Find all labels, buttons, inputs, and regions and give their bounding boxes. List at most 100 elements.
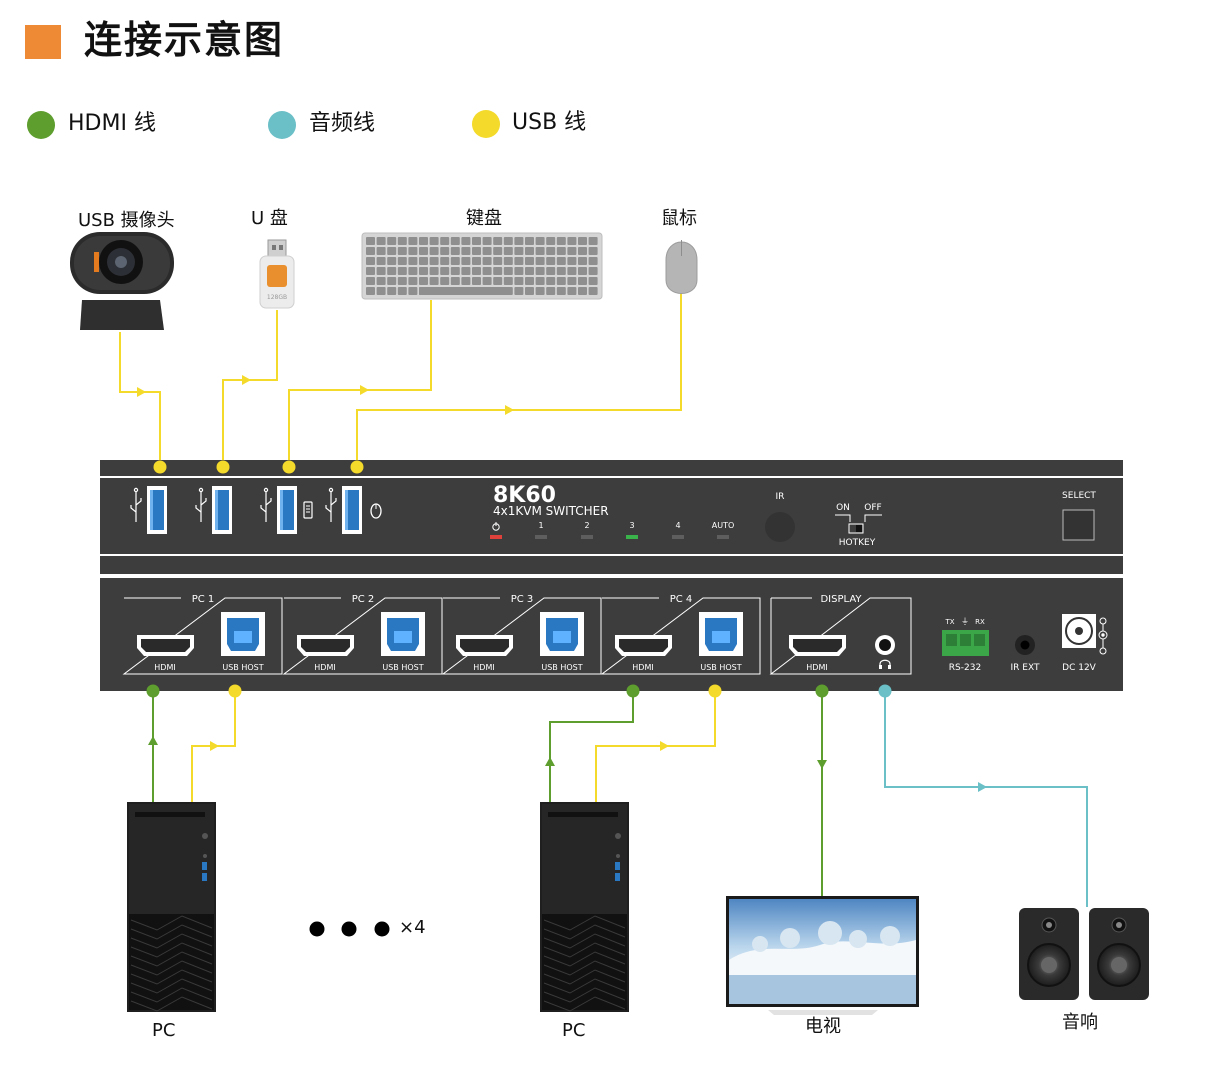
- arrow: [817, 760, 827, 769]
- usb-cable-pc3: [595, 692, 716, 802]
- keyboard-spacebar: [419, 287, 509, 295]
- keyboard-key: [472, 257, 481, 265]
- front-usb-port-2[interactable]: [212, 486, 232, 534]
- keyboard-key: [397, 267, 407, 275]
- keyboard-key: [556, 257, 566, 265]
- hdmi-label: HDMI: [632, 663, 653, 672]
- polarity-icon: [1098, 617, 1108, 655]
- usb-host-port[interactable]: [221, 612, 265, 656]
- keyboard-key: [556, 267, 566, 275]
- keyboard-key: [440, 277, 450, 285]
- keyboard-key: [408, 287, 418, 295]
- keyboard-key: [514, 257, 524, 265]
- keyboard-key: [440, 237, 450, 245]
- usb-connection-dot: [350, 460, 364, 474]
- keyboard-key: [588, 247, 598, 255]
- keyboard-key: [387, 277, 397, 285]
- keyboard-key: [472, 277, 481, 285]
- hdmi-connection-dot: [626, 684, 640, 698]
- front-usb-port-4[interactable]: [342, 486, 362, 534]
- usb-host-port[interactable]: [540, 612, 584, 656]
- hdmi-port[interactable]: [137, 635, 194, 656]
- hdmi-port[interactable]: [456, 635, 513, 656]
- page-title: 连接示意图: [84, 18, 285, 62]
- keyboard-key: [578, 247, 587, 255]
- usb-ss-icon: [195, 487, 207, 522]
- kvm-front-panel: [100, 460, 1123, 574]
- keyboard-icon: [361, 232, 603, 300]
- arrow: [242, 375, 251, 385]
- audio-connection-dot: [878, 684, 892, 698]
- hdmi-connection-dot: [146, 684, 160, 698]
- hotkey-on-label: ON: [836, 503, 850, 513]
- hotkey-switch[interactable]: [848, 523, 864, 534]
- keyboard-key: [525, 277, 534, 285]
- tv-icon: [726, 896, 919, 1015]
- keyboard-key: [503, 277, 513, 285]
- keyboard-key: [546, 257, 556, 265]
- usb-host-label: USB HOST: [700, 663, 741, 672]
- hdmi-port[interactable]: [615, 635, 672, 656]
- keyboard-key: [535, 267, 545, 275]
- keyboard-key: [387, 287, 397, 295]
- keyboard-key: [472, 247, 481, 255]
- keyboard-key: [376, 257, 386, 265]
- keyboard-key: [461, 247, 471, 255]
- legend-audio-dot: [268, 111, 296, 139]
- keyboard-key: [556, 247, 566, 255]
- keyboard-key: [546, 287, 556, 295]
- arrow: [505, 405, 514, 415]
- rs232-port[interactable]: TX ⏚ RX RS-232: [942, 617, 989, 673]
- legend-audio-label: 音频线: [309, 111, 376, 136]
- keyboard-key: [578, 257, 587, 265]
- keyboard-key: [366, 237, 375, 245]
- usb-host-port[interactable]: [699, 612, 743, 656]
- ellipsis-dot: [309, 921, 325, 937]
- dc-power-port[interactable]: DC 12V: [1062, 614, 1108, 673]
- keyboard-key: [493, 267, 503, 275]
- keyboard-key: [546, 237, 556, 245]
- select-button[interactable]: [1062, 509, 1095, 541]
- keyboard-key: [429, 277, 439, 285]
- keyboard-key: [429, 257, 439, 265]
- hdmi-connection-dot: [815, 684, 829, 698]
- display-hdmi-port[interactable]: [789, 635, 846, 656]
- hdmi-port[interactable]: [297, 635, 354, 656]
- keyboard-key: [397, 257, 407, 265]
- usb-ss-icon: [260, 487, 272, 522]
- ir-sensor: [765, 512, 795, 542]
- front-usb-port-3[interactable]: [277, 486, 297, 534]
- keyboard-key: [525, 247, 534, 255]
- legend-usb-label: USB 线: [512, 110, 587, 135]
- multiplier-label: ×4: [399, 917, 426, 938]
- keyboard-key: [397, 277, 407, 285]
- mouse-small-icon: [370, 503, 382, 519]
- keyboard-key: [567, 287, 577, 295]
- keyboard-key: [419, 277, 428, 285]
- mouse-icon: [665, 240, 698, 294]
- front-usb-port-1[interactable]: [147, 486, 167, 534]
- keyboard-key: [588, 277, 598, 285]
- legend-hdmi-label: HDMI 线: [68, 111, 156, 136]
- keyboard-key: [408, 277, 418, 285]
- usb-connection-dot: [282, 460, 296, 474]
- usb-host-port[interactable]: [381, 612, 425, 656]
- keyboard-key: [493, 257, 503, 265]
- led-label-1: 1: [538, 521, 543, 530]
- ir-ext-port[interactable]: IR EXT: [1011, 635, 1040, 673]
- usb-connection-dot: [228, 684, 242, 698]
- keyboard-key: [366, 287, 375, 295]
- pc-tower-2-icon: [540, 802, 629, 1012]
- ir-label: IR: [776, 492, 785, 502]
- keyboard-key: [567, 237, 577, 245]
- keyboard-key: [429, 267, 439, 275]
- model-name: 4x1KVM SWITCHER: [493, 504, 609, 518]
- keyboard-key: [588, 257, 598, 265]
- keyboard-key: [525, 267, 534, 275]
- usb-cable-webcam: [119, 332, 161, 466]
- keyboard-key: [556, 287, 566, 295]
- keyboard-key: [578, 267, 587, 275]
